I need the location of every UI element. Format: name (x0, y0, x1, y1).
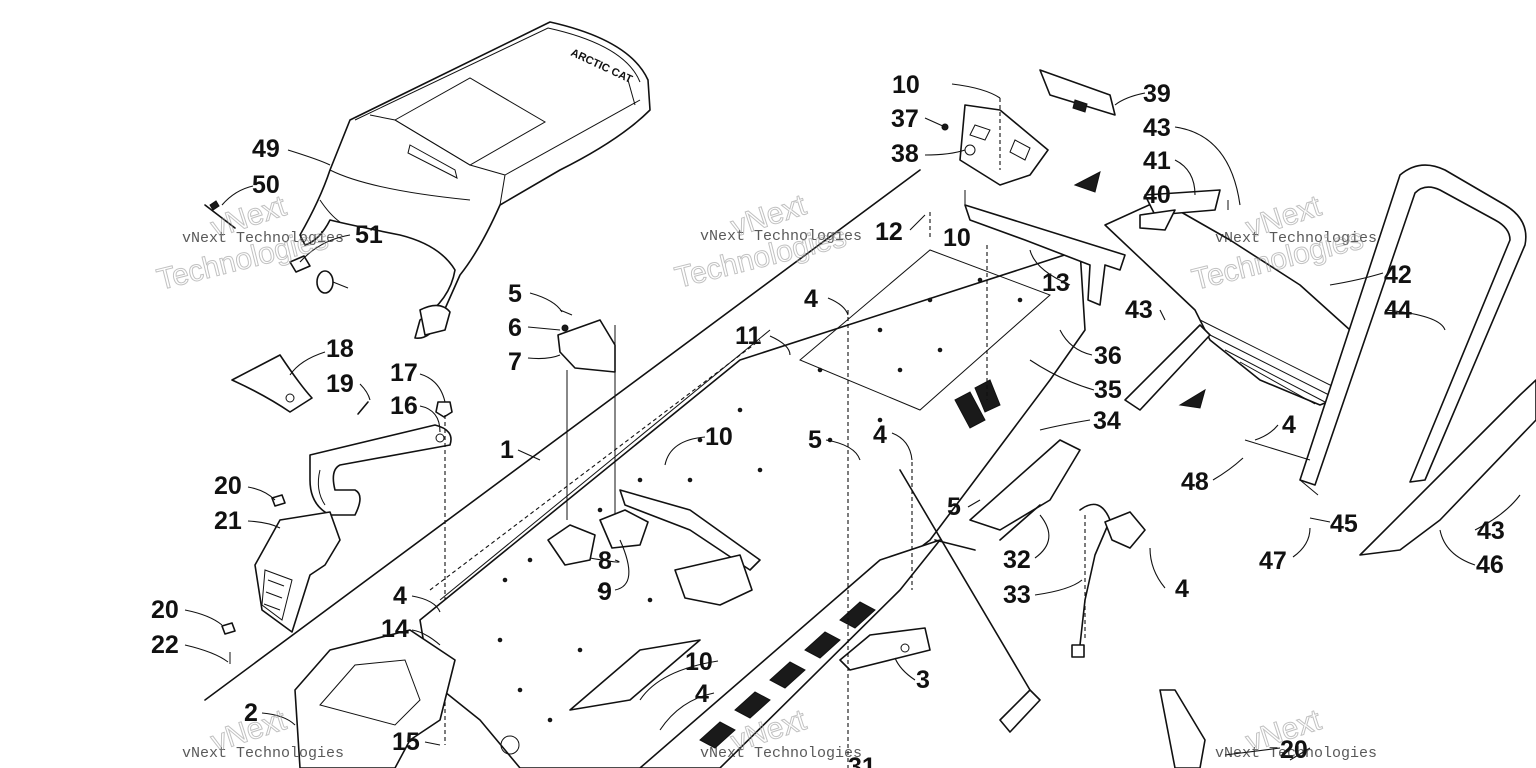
callout-32: 32 (1003, 546, 1031, 574)
callout-20: 20 (151, 596, 179, 624)
deflector-21 (221, 494, 341, 664)
callout-39: 39 (1143, 80, 1171, 108)
callout-40: 40 (1143, 181, 1171, 209)
callout-49: 49 (252, 135, 280, 163)
direction-arrows (1073, 171, 1206, 409)
callout-43: 43 (1125, 296, 1153, 324)
front-bracket-2 (294, 629, 520, 768)
callout-labels: 49 50 51 18 19 17 16 20 21 20 22 4 14 2 … (151, 71, 1505, 768)
watermark-6: vNext Technologies vNext (1215, 703, 1377, 762)
gaskets-8-9 (547, 509, 649, 566)
callout-44: 44 (1384, 296, 1412, 324)
callout-22: 22 (151, 631, 179, 659)
callout-5: 5 (508, 280, 522, 308)
callout-12: 12 (875, 218, 903, 246)
callout-36: 36 (1094, 342, 1122, 370)
svg-text:vNext Technologies: vNext Technologies (1215, 745, 1377, 762)
callout-4: 4 (873, 421, 887, 449)
callout-19: 19 (326, 370, 354, 398)
bracket-bottom-right (1159, 689, 1206, 768)
callout-48: 48 (1181, 468, 1209, 496)
callout-20: 20 (214, 472, 242, 500)
svg-text:vNext Technologies: vNext Technologies (182, 745, 344, 762)
svg-text:vNext Technologies: vNext Technologies (1215, 230, 1377, 247)
callout-42: 42 (1384, 261, 1412, 289)
callout-17: 17 (390, 359, 418, 387)
callout-20: 20 (1280, 736, 1308, 764)
center-fitting (674, 554, 753, 606)
callout-2: 2 (244, 699, 258, 727)
callout-4: 4 (393, 582, 407, 610)
callout-51: 51 (355, 221, 383, 249)
cover-plate-18 (231, 354, 313, 413)
callout-38: 38 (891, 140, 919, 168)
callout-10: 10 (943, 224, 971, 252)
callout-10: 10 (892, 71, 920, 99)
callout-13: 13 (1042, 269, 1070, 297)
strap-33 (969, 439, 1146, 658)
callout-50: 50 (252, 171, 280, 199)
callout-45: 45 (1330, 510, 1358, 538)
callout-1: 1 (500, 436, 514, 464)
callout-5: 5 (808, 426, 822, 454)
callout-5: 5 (947, 493, 961, 521)
callout-18: 18 (326, 335, 354, 363)
callout-15: 15 (392, 728, 420, 756)
assembly-lines (847, 98, 1311, 768)
rail-13 (964, 190, 1126, 306)
callout-4: 4 (1175, 575, 1189, 603)
seat-assembly: ARCTIC CAT (204, 21, 651, 339)
callout-31: 31 (848, 753, 876, 768)
callout-35: 35 (1094, 376, 1122, 404)
callout-43: 43 (1143, 114, 1171, 142)
tail-light-38 (941, 69, 1116, 186)
callout-4: 4 (1282, 411, 1296, 439)
callout-11: 11 (735, 322, 762, 350)
running-board (639, 539, 941, 768)
callout-16: 16 (390, 392, 418, 420)
callout-10: 10 (705, 423, 733, 451)
callout-8: 8 (598, 547, 612, 575)
callout-37: 37 (891, 105, 919, 133)
callout-43: 43 (1477, 517, 1505, 545)
rod-assembly (899, 469, 1041, 733)
svg-text:vNext Technologies: vNext Technologies (700, 228, 862, 245)
callout-21: 21 (214, 507, 242, 535)
callout-6: 6 (508, 314, 522, 342)
callout-41: 41 (1143, 147, 1171, 175)
callout-7: 7 (508, 348, 522, 376)
bracket-45-rail (1124, 324, 1211, 411)
callout-33: 33 (1003, 581, 1031, 609)
callout-10: 10 (685, 648, 713, 676)
callout-47: 47 (1259, 547, 1287, 575)
callout-3: 3 (916, 666, 930, 694)
callout-4: 4 (695, 680, 709, 708)
watermark-2: vNext Technologies vNext Technologies (671, 188, 862, 295)
callout-46: 46 (1476, 551, 1504, 579)
rail-46 (1359, 379, 1536, 556)
callout-9: 9 (598, 578, 612, 606)
bumper-44 (1299, 164, 1527, 496)
callout-34: 34 (1093, 407, 1121, 435)
tunnel-1 (204, 169, 1086, 768)
leader-lines (184, 83, 1521, 761)
callout-4: 4 (804, 285, 818, 313)
bracket-7 (557, 309, 616, 520)
callout-14: 14 (381, 615, 409, 643)
svg-text:vNext Technologies: vNext Technologies (182, 230, 344, 247)
svg-text:vNext Technologies: vNext Technologies (700, 745, 862, 762)
